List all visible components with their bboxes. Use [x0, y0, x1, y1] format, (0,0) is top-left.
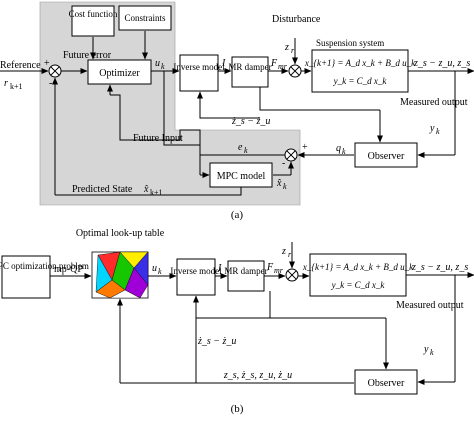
q-k-label: q — [336, 143, 341, 154]
mr-damper-label-a: MR damper — [228, 62, 271, 72]
lookup-table-title: Optimal look-up table — [76, 228, 165, 239]
f-mr-label-b: F — [266, 262, 274, 273]
e-k-subscript: k — [244, 146, 248, 155]
suspension-system-label-a: Suspension system — [316, 38, 384, 48]
measured-output-label-b: Measured output — [396, 300, 464, 311]
inverse-model-block-b — [176, 258, 216, 296]
z-r-subscript-a: r — [291, 46, 295, 55]
reference-subscript: k+1 — [10, 82, 23, 91]
mp-qp-label: mp-QP — [54, 264, 83, 275]
inverse-model-label-a: Inverse model — [173, 62, 225, 72]
y-k-subscript-a: k — [436, 127, 440, 136]
u-k-subscript-a: k — [161, 62, 165, 71]
y-k-label-a: y — [429, 123, 435, 134]
states-label-b: z_s, ż_s, z_u, ż_u — [223, 370, 292, 381]
z-r-label-b: z — [281, 246, 286, 257]
predicted-state-label: Predicted State — [72, 184, 133, 195]
cost-function-block — [71, 5, 115, 37]
part-a: Cost function Constraints Optimizer Inve… — [0, 1, 474, 221]
constraints-label: Constraints — [124, 13, 165, 23]
f-mr-label-a: F — [270, 58, 278, 69]
inverse-model-block-a — [179, 54, 219, 92]
output-equation-b: y_k = C_d x_k — [331, 280, 386, 290]
outputs-label-b: z_s − z_u, z_s — [411, 262, 468, 273]
controller-shaded-region — [39, 1, 301, 206]
y-k-label-b: y — [423, 344, 429, 355]
e-k-label: e — [238, 142, 243, 153]
output-equation-a: y_k = C_d x_k — [333, 76, 388, 86]
suspension-system-block-b — [309, 253, 407, 297]
online-mpc-block — [1, 255, 51, 299]
inverse-model-label-b: Inverse model — [170, 266, 222, 276]
state-equation-b: x_{k+1} = A_d x_k + B_d u_k — [302, 262, 414, 272]
future-input-label: Future Input — [133, 133, 183, 144]
constraints-block — [118, 5, 172, 31]
outputs-label-a: z_s − z_u, z_s — [413, 58, 470, 69]
mr-damper-block-a — [231, 56, 269, 88]
u-k-label-b: u — [152, 263, 157, 274]
caption-b: (b) — [231, 403, 244, 415]
observer-label-b: Observer — [368, 378, 405, 389]
optimizer-block — [87, 59, 152, 85]
error-minus-sign: - — [282, 158, 285, 169]
mr-damper-label-b: MR damper — [224, 266, 267, 276]
current-i-label-b: I — [217, 263, 222, 274]
observer-block-a — [354, 142, 418, 168]
z-r-label-a: z — [284, 42, 289, 53]
z-r-subscript-b: r — [288, 250, 292, 259]
f-mr-subscript-a: mr — [278, 62, 288, 71]
reference-minus-sign: - — [49, 78, 52, 89]
q-k-subscript: k — [342, 147, 346, 156]
state-equation-a: x_{k+1} = A_d x_k + B_d u_k — [304, 58, 416, 68]
y-k-subscript-b: k — [430, 348, 434, 357]
u-k-subscript-b: k — [158, 267, 162, 276]
velocity-label-b: ż_s − ż_u — [197, 336, 236, 347]
mpc-model-label: MPC model — [217, 171, 266, 182]
observer-block-b — [354, 369, 418, 395]
reference-plus-sign: + — [44, 58, 50, 69]
suspension-system-block-a — [311, 49, 409, 93]
lookup-region-8 — [109, 289, 141, 299]
caption-a: (a) — [231, 209, 244, 221]
disturbance-label: Disturbance — [272, 14, 321, 25]
lookup-table-plot — [91, 251, 149, 299]
velocity-label-a: ż_s − ż_u — [231, 116, 270, 127]
predicted-state-symbol: x̂ — [143, 184, 149, 195]
online-mpc-label: Online MPC optimization problem — [0, 261, 89, 271]
observer-label-a: Observer — [368, 151, 405, 162]
part-b: Online MPC optimization problem Optimal … — [0, 228, 474, 415]
future-error-label: Future error — [63, 50, 112, 61]
optimizer-label: Optimizer — [99, 68, 140, 79]
u-k-label-a: u — [155, 58, 160, 69]
measured-output-label-a: Measured output — [400, 97, 468, 108]
mpc-model-block — [209, 162, 273, 188]
current-i-label-a: I — [221, 58, 226, 69]
reference-symbol: r — [4, 78, 8, 89]
x-hat-k-subscript: k — [283, 182, 287, 191]
x-hat-k-label: x̂ — [276, 178, 282, 189]
reference-label: Reference — [0, 60, 41, 71]
f-mr-subscript-b: mr — [274, 266, 284, 275]
error-plus-sign: + — [302, 142, 308, 153]
cost-function-label: Cost function — [69, 9, 118, 19]
predicted-state-subscript: k+1 — [150, 188, 163, 197]
